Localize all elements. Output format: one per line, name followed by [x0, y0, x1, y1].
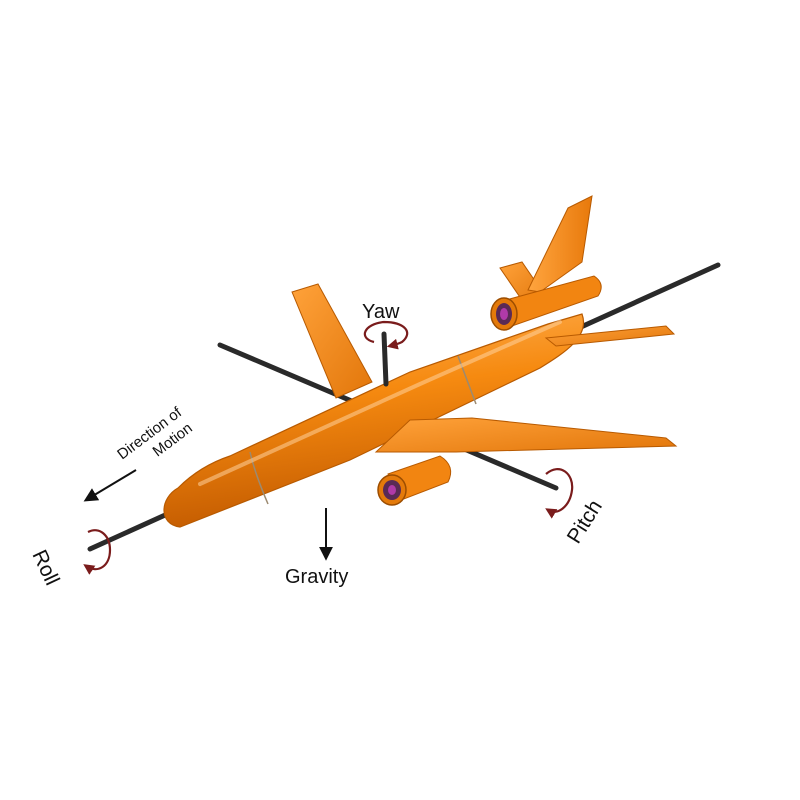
yaw-axis	[381, 331, 389, 387]
pitch-rotation-icon	[545, 468, 574, 519]
roll-rotation-icon	[83, 529, 112, 575]
right-wing	[374, 417, 678, 453]
direction-of-motion-label: Direction of Motion	[114, 403, 196, 463]
roll-label: Roll	[27, 546, 63, 589]
wing-engine	[377, 455, 452, 506]
gravity-label: Gravity	[285, 566, 348, 588]
tail-engine	[490, 275, 602, 331]
vertical-tail-fin	[527, 195, 593, 293]
right-horizontal-stabilizer	[544, 325, 676, 347]
pitch-label: Pitch	[563, 496, 607, 548]
yaw-rotation-icon	[363, 320, 409, 350]
left-wing	[291, 283, 373, 399]
yaw-label: Yaw	[362, 301, 400, 323]
direction-of-motion-arrow	[83, 469, 137, 502]
